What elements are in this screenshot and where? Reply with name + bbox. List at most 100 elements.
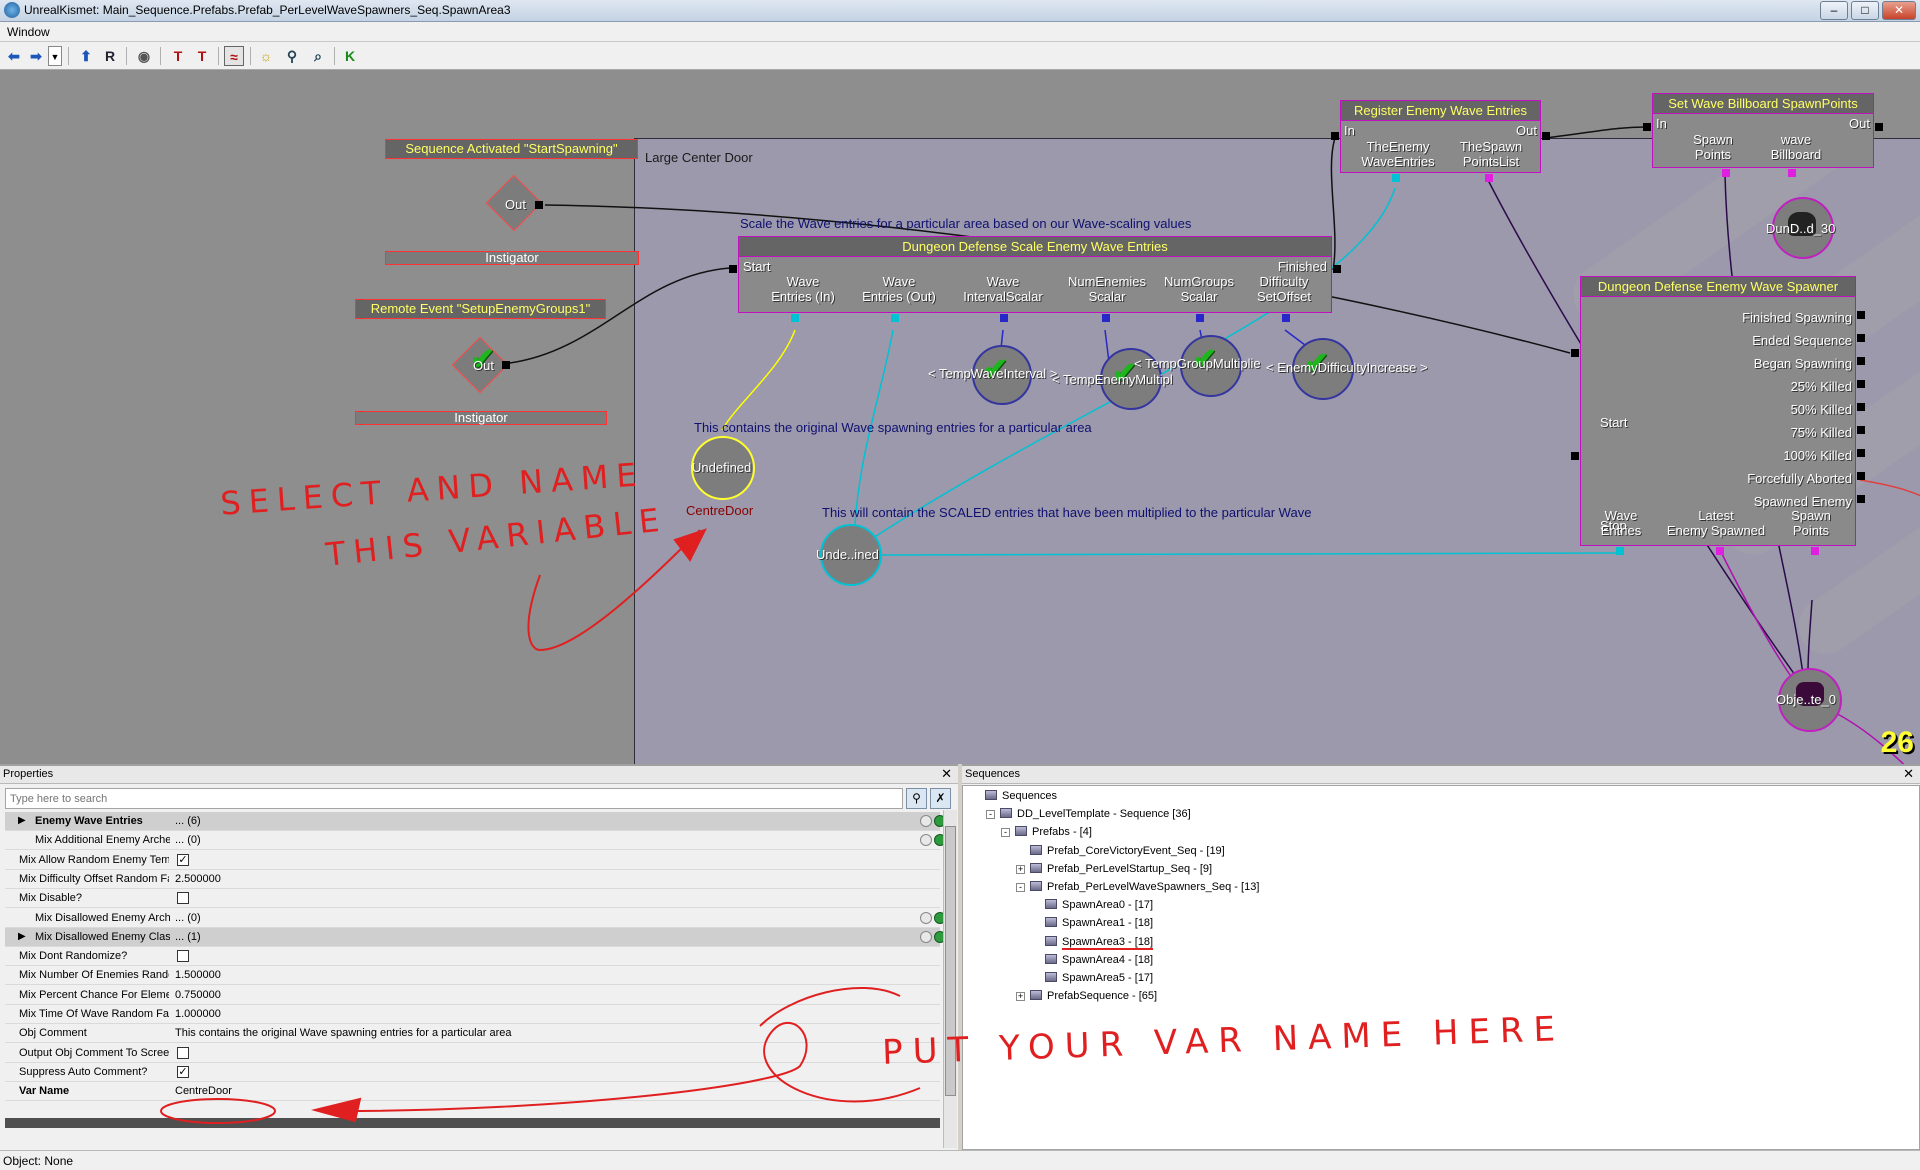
kismet-canvas[interactable]: Large Center Door [0,70,1920,764]
expand-node-icon[interactable]: + [1016,991,1025,1002]
node-scale-enemy-wave-entries[interactable]: Dungeon Defense Scale Enemy Wave Entries… [738,236,1332,313]
property-value[interactable]: 0.750000 [175,988,221,1001]
var-temp-group-multiplier[interactable] [1180,335,1242,397]
node-spawner-out-port-7[interactable] [1857,472,1865,480]
sequence-tree-item[interactable]: SpawnArea1 - [18] [1045,917,1153,929]
properties-scroll-thumb[interactable] [945,826,956,1096]
clear-array-icon[interactable] [920,815,932,827]
sequence-tree-item[interactable]: -DD_LevelTemplate - Sequence [36] [986,808,1191,820]
sequences-close-icon[interactable]: ✕ [1903,766,1914,781]
node-spawner-latest-port[interactable] [1716,547,1724,555]
properties-clear-search-icon[interactable]: ✗ [930,788,951,809]
node-scale-wave-out-port[interactable] [891,314,899,322]
event-instigator-bar[interactable]: Instigator [385,251,639,265]
close-button[interactable]: ✕ [1882,1,1916,20]
property-checkbox[interactable]: ✓ [177,1065,189,1078]
sequence-tree-item[interactable]: SpawnArea4 - [18] [1045,953,1153,966]
var-centredoor-original[interactable] [691,436,755,500]
minimize-button[interactable]: – [1820,1,1848,20]
back-arrow-icon[interactable]: ⬅ [8,48,20,64]
forward-arrow-icon[interactable]: ➡ [30,48,42,64]
node-enemy-wave-spawner[interactable]: Dungeon Defense Enemy Wave Spawner Start… [1580,276,1856,546]
sequence-tree-item[interactable]: +Prefab_PerLevelStartup_Seq - [9] [1016,862,1212,875]
var-temp-wave-interval[interactable] [972,345,1032,405]
node-register-spawn-port[interactable] [1485,174,1493,182]
collapse-node-icon[interactable]: - [986,810,995,820]
node-spawner-start-port[interactable] [1571,349,1579,357]
node-spawner-stop-port[interactable] [1571,452,1579,460]
property-checkbox[interactable] [177,950,189,963]
var-enemy-difficulty-increase[interactable] [1292,338,1354,400]
property-checkbox[interactable]: ✓ [177,853,189,866]
node-scale-numgroups-port[interactable] [1196,314,1204,322]
node-spawner-entries-port[interactable] [1616,547,1624,555]
curve-icon[interactable]: ≈ [224,46,244,66]
var-spawned-object[interactable] [1778,668,1842,732]
event-out-port[interactable] [535,201,543,209]
var-temp-enemy-multiplier[interactable] [1100,348,1162,410]
sequence-tree-item[interactable]: Prefab_CoreVictoryEvent_Seq - [19] [1030,844,1225,857]
event-sequence-activated-title[interactable]: Sequence Activated "StartSpawning" [385,139,638,159]
light-icon[interactable]: ☼ [259,48,273,64]
properties-scrollbar[interactable] [943,810,957,1148]
connectors-icon[interactable]: T [173,48,183,64]
node-register-entries-port[interactable] [1392,174,1400,182]
sequence-tree-item[interactable]: SpawnArea3 - [18] [1045,935,1154,950]
property-row[interactable]: ▶Enemy Wave Entries... (6) [5,812,946,831]
property-row[interactable]: Suppress Auto Comment?✓ [5,1063,940,1082]
node-set-wave-billboard[interactable]: Set Wave Billboard SpawnPoints In Out Sp… [1652,93,1874,168]
hide-icon[interactable]: ◉ [137,48,151,64]
property-value[interactable]: CentreDoor [175,1085,232,1098]
node-scale-start-port[interactable] [729,265,737,273]
sequence-tree-item[interactable]: Sequences [985,790,1057,802]
property-checkbox[interactable] [177,1046,189,1059]
kismet-icon[interactable]: K [344,48,356,64]
node-register-enemy-wave-entries[interactable]: Register Enemy Wave Entries In Out TheEn… [1340,100,1541,173]
expand-node-icon[interactable]: + [1016,863,1025,874]
node-scale-wave-in-port[interactable] [791,314,799,322]
menu-window[interactable]: Window [7,25,50,39]
rename-icon[interactable]: R [104,48,116,64]
node-register-out-port[interactable] [1542,132,1550,140]
property-value[interactable]: This contains the original Wave spawning… [175,1027,512,1040]
property-value[interactable]: 2.500000 [175,872,221,885]
search-icon[interactable]: ⌕ [314,48,322,64]
zoom-icon[interactable]: ⚲ [286,48,298,64]
clear-array-icon[interactable] [920,911,932,924]
properties-close-icon[interactable]: ✕ [941,766,952,781]
node-spawner-out-port-1[interactable] [1857,334,1865,342]
property-row[interactable]: Mix Allow Random Enemy Templ✓ [5,851,940,870]
maximize-button[interactable]: □ [1851,1,1879,20]
node-spawner-out-port-2[interactable] [1857,357,1865,365]
sequence-tree-item[interactable]: SpawnArea0 - [17] [1045,899,1153,911]
node-billboard-in-port[interactable] [1643,123,1651,131]
parent-sequence-icon[interactable]: ⬆ [80,48,92,64]
var-scaled-entries[interactable] [820,524,882,586]
node-register-in-port[interactable] [1331,132,1339,140]
node-spawner-out-port-0[interactable] [1857,311,1865,319]
event-remote-out-port[interactable] [502,361,510,369]
event-remote-instigator-bar[interactable]: Instigator [355,411,607,425]
node-spawner-out-port-4[interactable] [1857,403,1865,411]
sequence-tree-item[interactable]: -Prefabs - [4] [1001,826,1092,838]
connectors-alt-icon[interactable]: T [197,48,207,64]
collapse-node-icon[interactable]: - [1001,828,1010,838]
sequence-tree-item[interactable]: SpawnArea5 - [17] [1045,972,1153,984]
node-scale-interval-port[interactable] [1000,314,1008,322]
property-row[interactable]: Output Obj Comment To Screen [5,1044,940,1063]
node-spawner-out-port-3[interactable] [1857,380,1865,388]
property-value[interactable]: 1.500000 [175,969,221,982]
clear-array-icon[interactable] [920,834,932,847]
sequence-tree-item[interactable]: +PrefabSequence - [65] [1016,990,1157,1002]
properties-search-input[interactable] [5,788,903,809]
property-row[interactable]: Mix Disallowed Enemy Arche... (0) [5,909,946,928]
clear-array-icon[interactable] [920,930,932,943]
node-scale-numenemies-port[interactable] [1102,314,1110,322]
event-remote-title[interactable]: Remote Event "SetupEnemyGroups1" [355,299,606,319]
node-spawner-out-port-6[interactable] [1857,449,1865,457]
expand-arrow-icon[interactable]: ▶ [18,815,26,826]
